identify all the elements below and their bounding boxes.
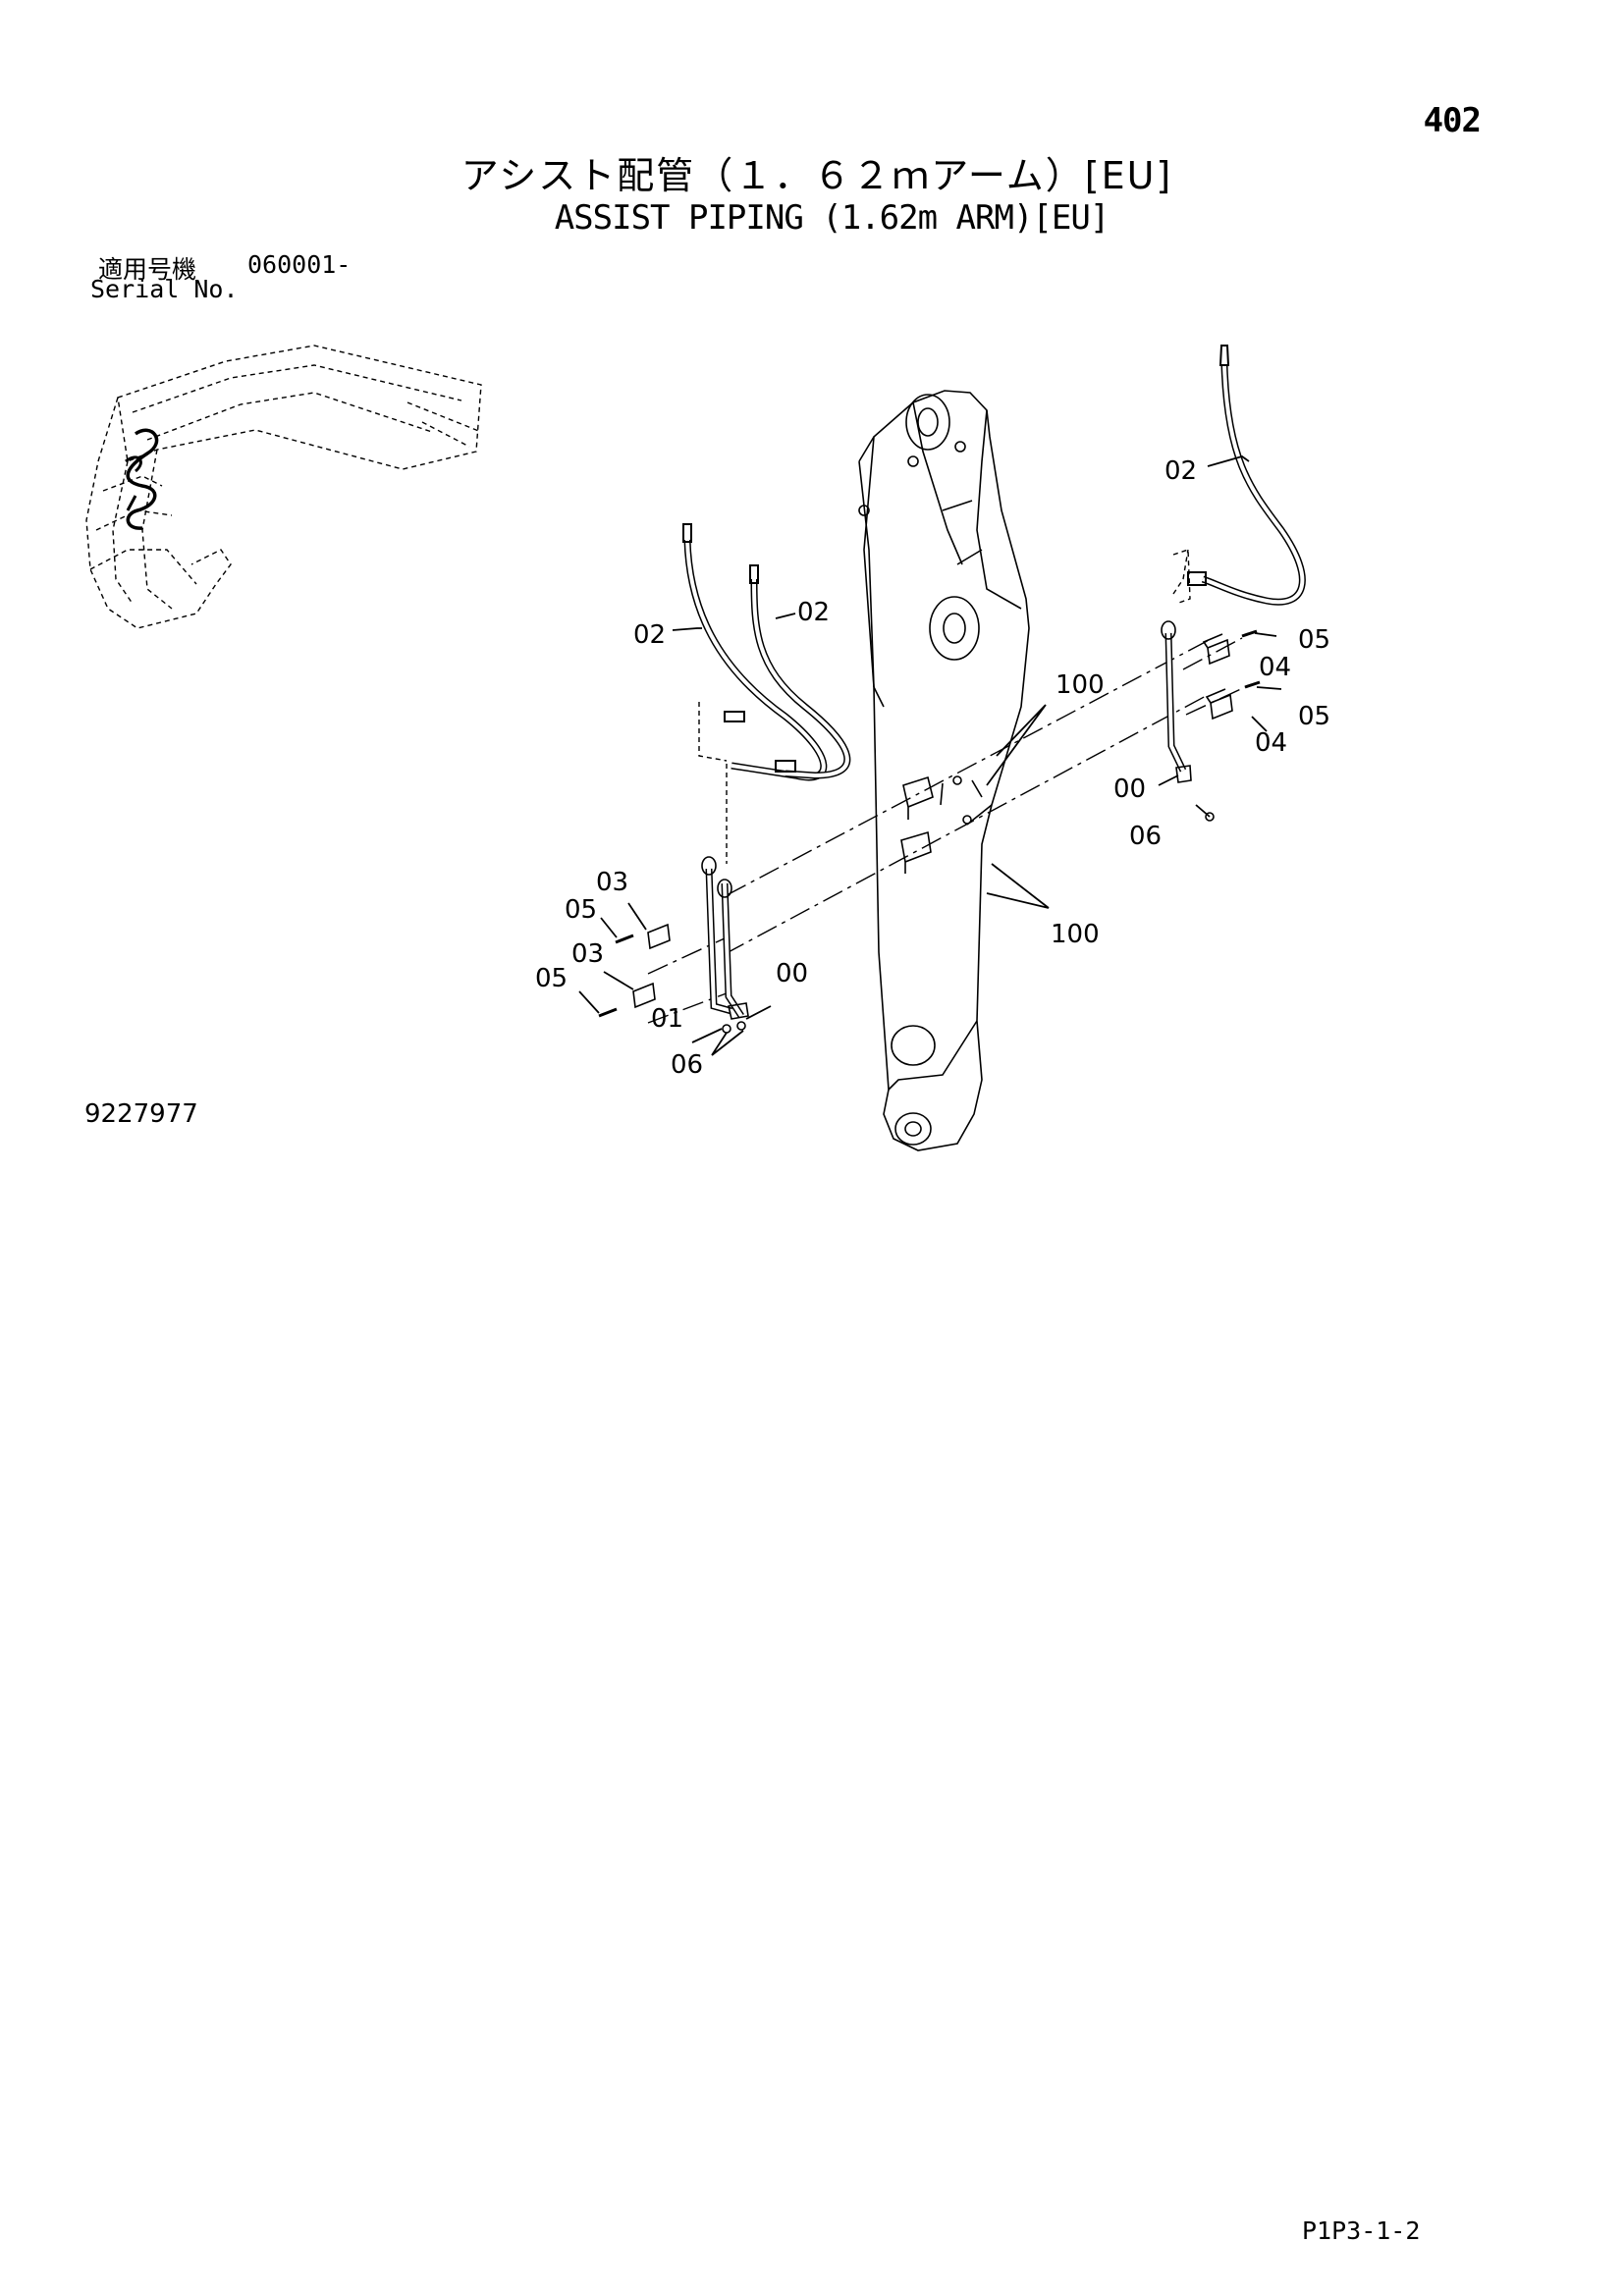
serial-label-english: Serial No. bbox=[90, 275, 239, 303]
callout-05-left-upper: 05 bbox=[565, 895, 597, 925]
callout-04-right-lower: 04 bbox=[1255, 728, 1287, 758]
title-japanese: アシスト配管（１．６２ｍアーム）[EU] bbox=[460, 154, 1173, 197]
clamps-right bbox=[1202, 629, 1261, 822]
hose-upper-right bbox=[1172, 345, 1306, 606]
pipe-clamp-blocks bbox=[900, 775, 934, 874]
location-thumbnail bbox=[85, 345, 482, 629]
callout-100-lower: 100 bbox=[1051, 920, 1100, 949]
callout-03-left-upper: 03 bbox=[596, 868, 628, 897]
callout-100-upper: 100 bbox=[1056, 670, 1105, 700]
serial-label-japanese: 適用号機 bbox=[98, 255, 197, 284]
callout-labels: 02 02 02 05 04 05 04 00 06 100 100 03 05… bbox=[535, 456, 1330, 1080]
pipe-right bbox=[1161, 620, 1192, 783]
center-lines bbox=[647, 549, 1246, 1024]
callout-02-left-b: 02 bbox=[797, 598, 830, 627]
callout-00-left: 00 bbox=[776, 959, 808, 988]
callout-06-right: 06 bbox=[1129, 822, 1162, 851]
callout-02-right: 02 bbox=[1164, 456, 1197, 486]
callout-01-left: 01 bbox=[651, 1004, 683, 1034]
callout-02-left-a: 02 bbox=[633, 620, 666, 650]
callout-04-right-upper: 04 bbox=[1259, 653, 1291, 682]
page-number: 402 bbox=[1423, 101, 1482, 140]
callout-05-right-upper: 05 bbox=[1298, 625, 1330, 655]
serial-value: 060001- bbox=[247, 250, 352, 279]
callout-05-right-lower: 05 bbox=[1298, 702, 1330, 731]
arm-body bbox=[858, 390, 1030, 1151]
callout-03-left-lower: 03 bbox=[571, 939, 604, 969]
callout-06-left: 06 bbox=[671, 1050, 703, 1080]
drawing-number: 9227977 bbox=[84, 1099, 198, 1129]
page-code: P1P3-1-2 bbox=[1302, 2216, 1421, 2245]
title-english: ASSIST PIPING (1.62m ARM)[EU] bbox=[554, 198, 1110, 238]
callout-05-left-lower: 05 bbox=[535, 964, 568, 993]
pipes-left bbox=[701, 856, 749, 1020]
hoses-left bbox=[682, 523, 851, 781]
clamps-left bbox=[598, 923, 746, 1034]
callout-00-right: 00 bbox=[1113, 774, 1146, 804]
leader-lines bbox=[578, 455, 1282, 1056]
